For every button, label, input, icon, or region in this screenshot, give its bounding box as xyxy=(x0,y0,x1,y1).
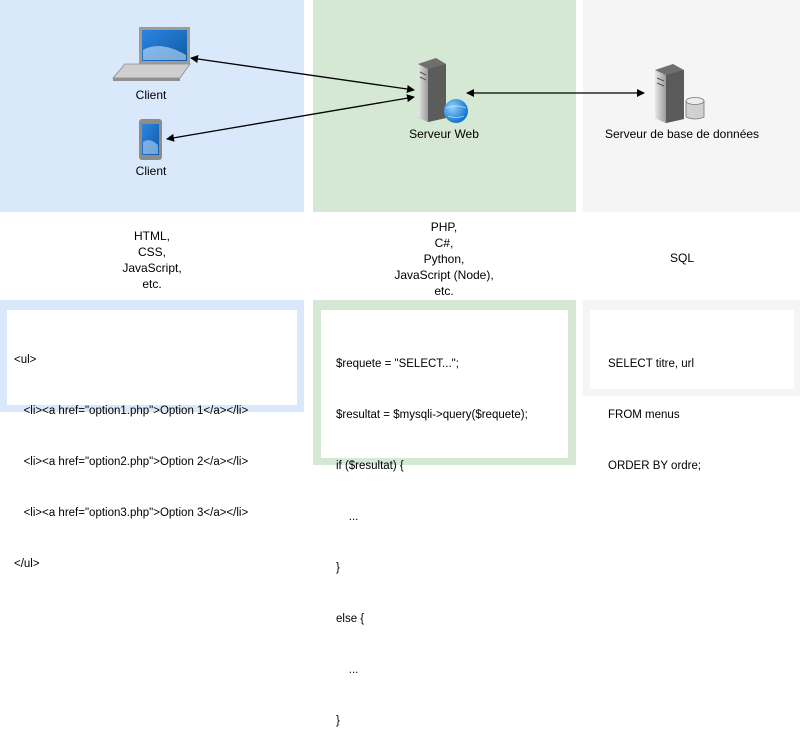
code-line: } xyxy=(336,562,340,574)
client-technologies: HTML, CSS, JavaScript, etc. xyxy=(122,228,181,292)
phone-client-label: Client xyxy=(135,164,167,178)
client-code-sample: <ul> <li><a href="option1.php">Option 1<… xyxy=(7,310,297,570)
diagram-graphics xyxy=(112,27,705,160)
code-line: else { xyxy=(336,613,365,625)
web-code-sample: $requete = "SELECT..."; $resultat = $mys… xyxy=(321,310,568,727)
db-tech-item: SQL xyxy=(669,251,695,265)
web-tech-item: PHP, xyxy=(430,220,458,234)
web-tech-item: JavaScript (Node), xyxy=(394,268,494,282)
code-line: } xyxy=(336,715,340,727)
database-server-icon xyxy=(655,64,705,123)
client-tech-item: HTML, xyxy=(133,229,170,243)
code-line: SELECT titre, url xyxy=(608,358,695,370)
code-line: ... xyxy=(336,511,359,523)
web-tech-item: C#, xyxy=(434,236,454,250)
web-server-label: Serveur Web xyxy=(409,127,479,141)
code-line: <li><a href="option1.php">Option 1</a></… xyxy=(14,405,249,417)
db-technologies: SQL xyxy=(670,250,694,266)
code-line: ORDER BY ordre; xyxy=(608,460,702,472)
client-tech-item: etc. xyxy=(142,277,162,291)
code-line: $requete = "SELECT..."; xyxy=(336,358,459,370)
web-tech-item: Python, xyxy=(423,252,465,266)
web-server-icon xyxy=(418,58,468,123)
db-server-label: Serveur de base de données xyxy=(604,127,760,141)
code-line: </ul> xyxy=(14,558,40,570)
laptop-client-label: Client xyxy=(135,88,167,102)
laptop-icon xyxy=(112,27,191,81)
code-line: if ($resultat) { xyxy=(336,460,404,472)
web-technologies: PHP, C#, Python, JavaScript (Node), etc. xyxy=(394,219,493,299)
arrow-phone-webserver xyxy=(166,94,415,142)
code-line: <li><a href="option3.php">Option 3</a></… xyxy=(14,507,249,519)
code-line: ... xyxy=(336,664,359,676)
web-tech-item: etc. xyxy=(434,284,454,298)
client-tech-item: JavaScript, xyxy=(122,261,182,275)
smartphone-icon xyxy=(139,119,162,160)
arrow-laptop-webserver xyxy=(190,55,415,93)
code-line: <ul> xyxy=(14,354,37,366)
code-line: FROM menus xyxy=(608,409,680,421)
sql-code-sample: SELECT titre, url FROM menus ORDER BY or… xyxy=(590,310,794,472)
code-line: $resultat = $mysqli->query($requete); xyxy=(336,409,528,421)
code-line: <li><a href="option2.php">Option 2</a></… xyxy=(14,456,249,468)
client-tech-item: CSS, xyxy=(137,245,167,259)
